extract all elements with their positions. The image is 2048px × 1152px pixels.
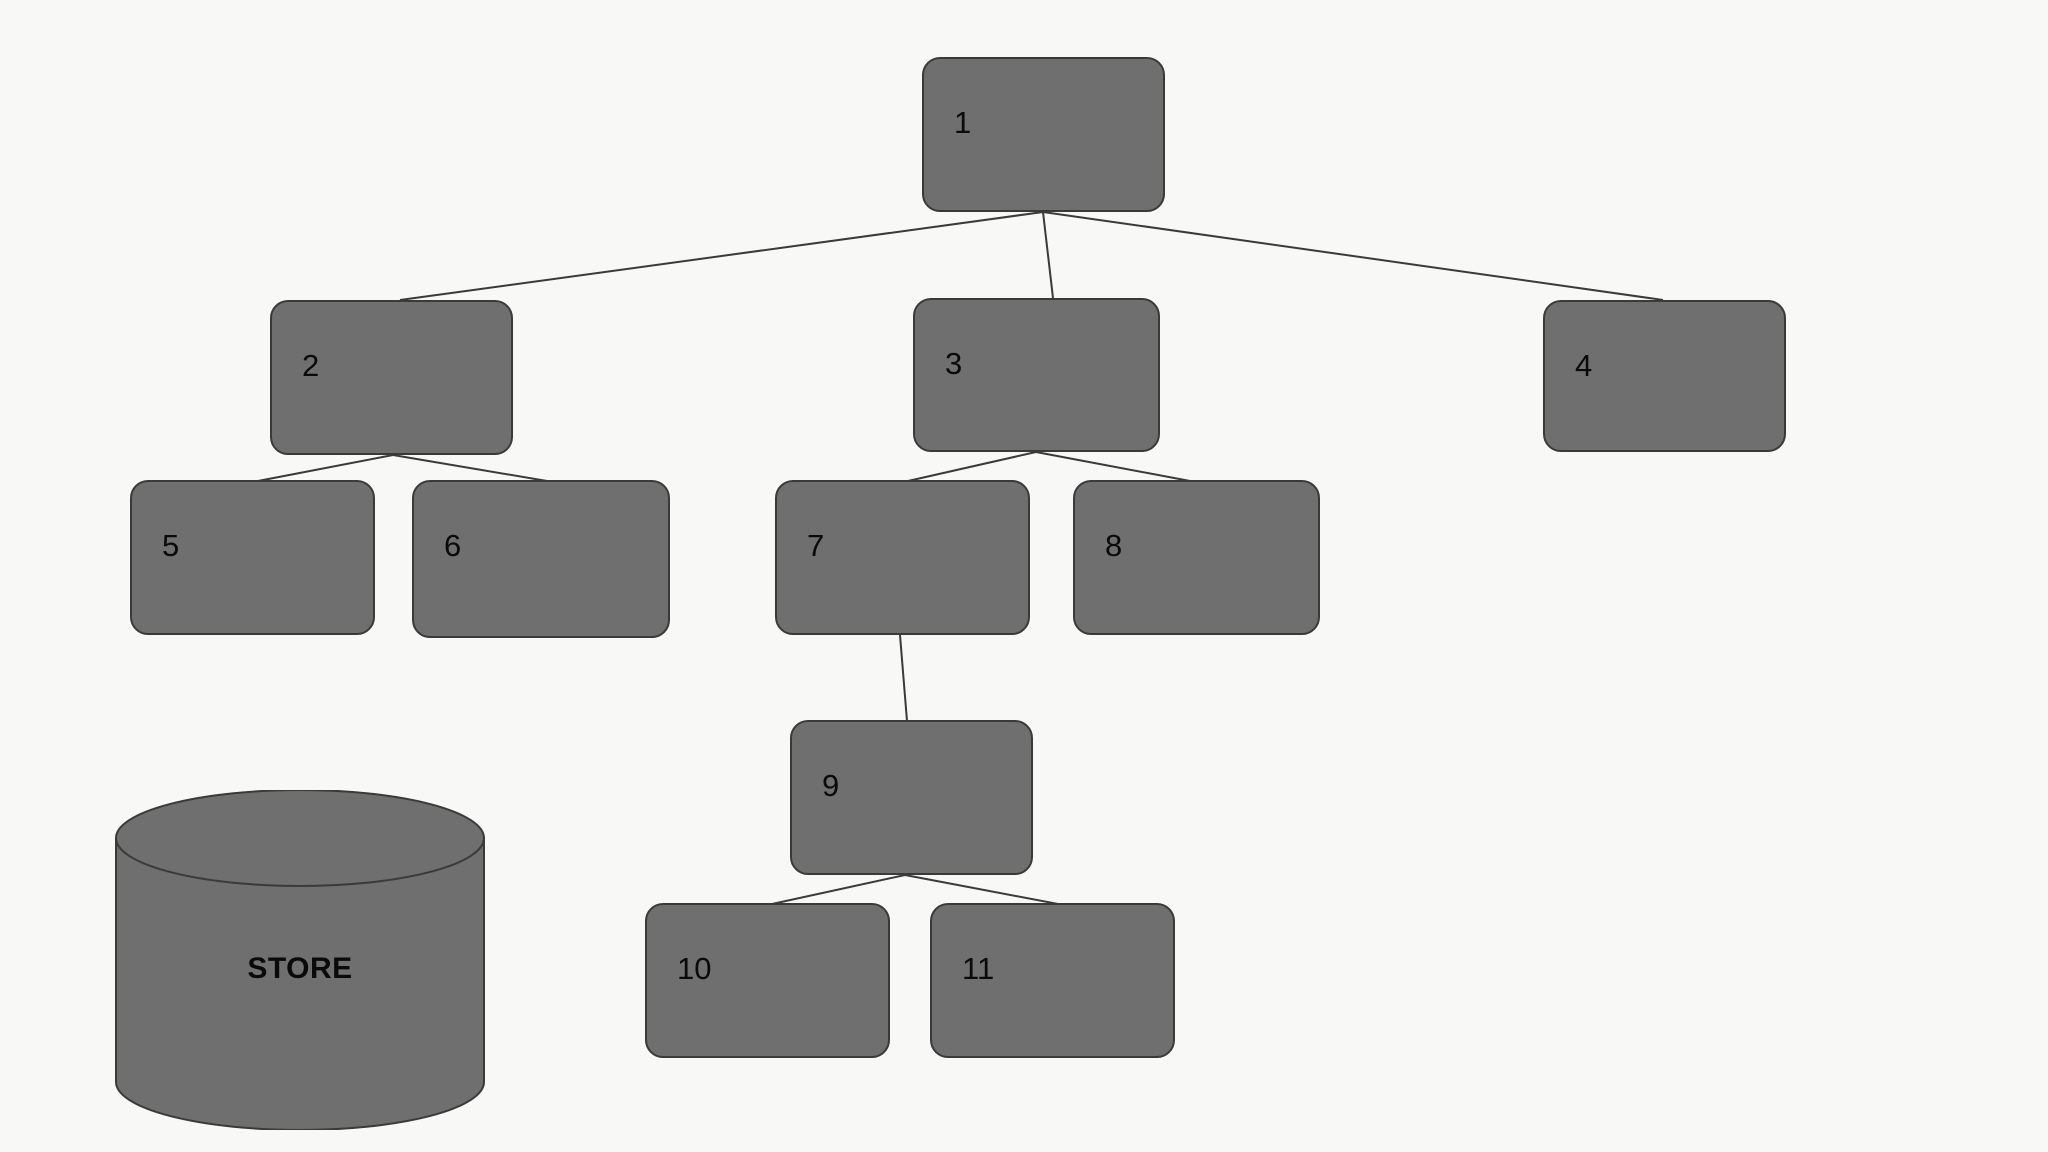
node-10[interactable]: 10 bbox=[645, 903, 890, 1058]
store-top-ellipse bbox=[115, 789, 485, 887]
edge-1-to-3 bbox=[1042, 211, 1054, 299]
node-9[interactable]: 9 bbox=[790, 720, 1033, 875]
edge-7-to-9 bbox=[899, 634, 908, 722]
node-4[interactable]: 4 bbox=[1543, 300, 1786, 452]
node-label-3: 3 bbox=[945, 346, 963, 381]
node-7[interactable]: 7 bbox=[775, 480, 1030, 635]
node-label-9: 9 bbox=[822, 768, 840, 803]
node-label-7: 7 bbox=[807, 528, 825, 563]
node-3[interactable]: 3 bbox=[913, 298, 1160, 452]
edge-2-to-6 bbox=[392, 454, 548, 482]
node-label-6: 6 bbox=[444, 528, 462, 563]
edge-2-to-5 bbox=[257, 454, 394, 482]
node-label-5: 5 bbox=[162, 528, 180, 563]
edge-9-to-11 bbox=[904, 874, 1059, 905]
node-2[interactable]: 2 bbox=[270, 300, 513, 455]
node-5[interactable]: 5 bbox=[130, 480, 375, 635]
node-11[interactable]: 11 bbox=[930, 903, 1175, 1058]
store-cylinder-shape bbox=[115, 789, 485, 1131]
node-label-11: 11 bbox=[962, 951, 995, 986]
edge-3-to-8 bbox=[1035, 451, 1191, 482]
node-6[interactable]: 6 bbox=[412, 480, 670, 638]
edge-3-to-7 bbox=[907, 451, 1037, 482]
store-cylinder[interactable]: STORE bbox=[115, 789, 485, 1131]
store-label: STORE bbox=[247, 952, 353, 985]
node-8[interactable]: 8 bbox=[1073, 480, 1320, 635]
node-label-1: 1 bbox=[954, 105, 972, 140]
node-label-4: 4 bbox=[1575, 348, 1593, 383]
edge-1-to-2 bbox=[399, 211, 1044, 301]
edge-9-to-10 bbox=[771, 874, 906, 905]
node-label-8: 8 bbox=[1105, 528, 1123, 563]
edge-1-to-4 bbox=[1042, 211, 1664, 301]
store-body bbox=[115, 837, 485, 1131]
node-label-2: 2 bbox=[302, 348, 320, 383]
node-label-10: 10 bbox=[677, 951, 712, 986]
node-1[interactable]: 1 bbox=[922, 57, 1165, 212]
